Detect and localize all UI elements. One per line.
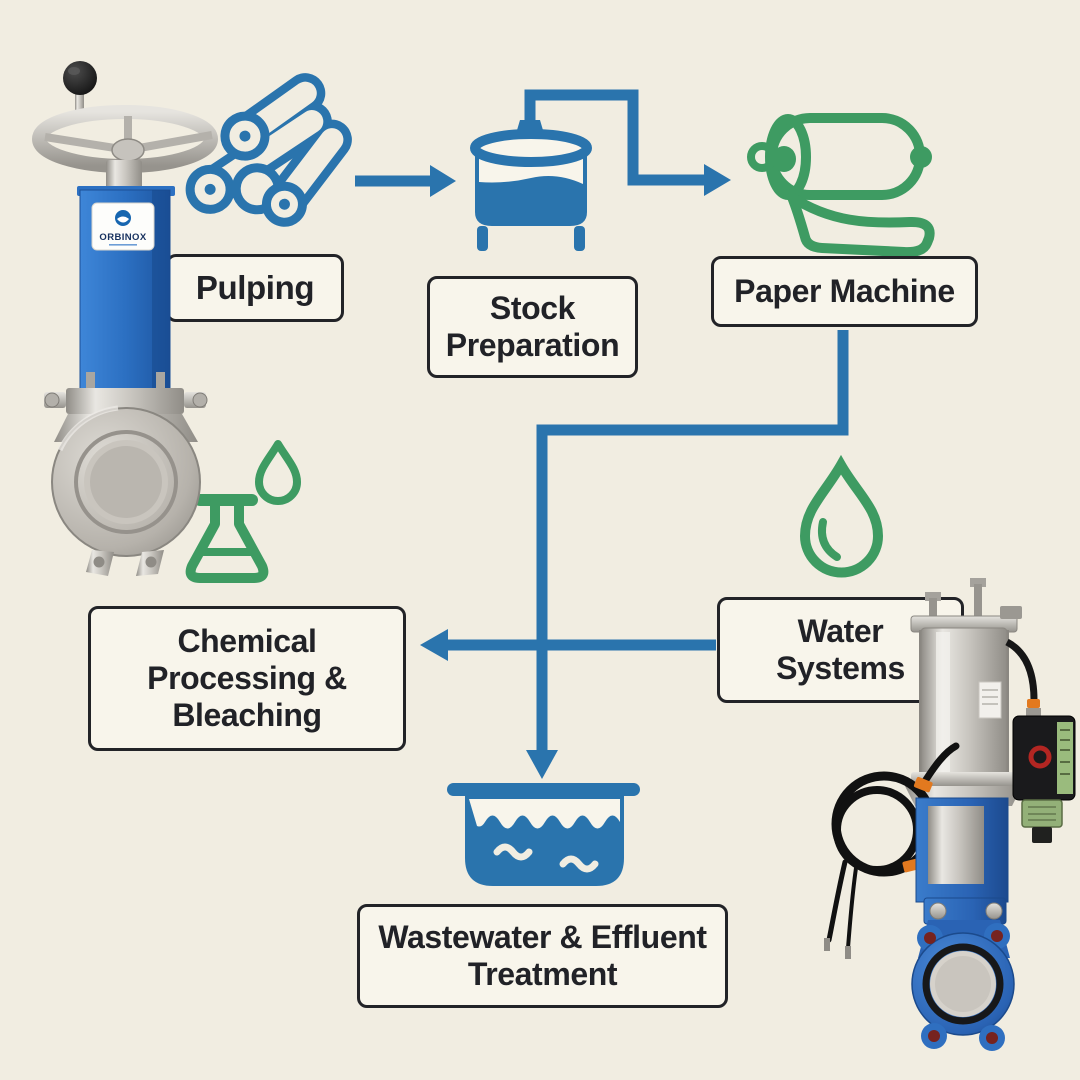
node-box-paper-machine: Paper Machine — [711, 256, 978, 327]
connector-paper-to-wastewater — [526, 330, 849, 779]
connector-water-to-chemical — [420, 629, 716, 661]
manual-knife-gate-valve-photo: ORBINOX — [32, 61, 218, 576]
connector-pulping-to-stock — [355, 165, 456, 197]
actuated-valve-body — [911, 797, 1015, 1051]
valve-body — [51, 405, 201, 576]
node-box-wastewater-treatment: Wastewater & Effluent Treatment — [357, 904, 728, 1008]
crank-knob — [63, 61, 97, 95]
paper-roll-icon — [747, 113, 935, 258]
crank-stem — [75, 92, 84, 122]
connector-stock-to-paper — [524, 89, 731, 196]
water-drop-icon — [799, 454, 884, 578]
node-box-pulping: Pulping — [166, 254, 344, 322]
solenoid-valve — [1005, 638, 1076, 843]
pneumatic-cylinder — [905, 578, 1022, 806]
mixing-tank-icon — [470, 120, 592, 251]
treatment-basin-icon — [447, 783, 640, 886]
flask-drop-icon — [185, 440, 301, 583]
pneumatic-knife-gate-valve-photo — [824, 578, 1076, 1051]
logs-icon — [185, 73, 352, 227]
node-box-stock-preparation: Stock Preparation — [427, 276, 638, 378]
brand-logo-text: ORBINOX — [99, 232, 146, 243]
brand-sticker: ORBINOX — [91, 202, 155, 251]
node-box-chemical-processing: Chemical Processing & Bleaching — [88, 606, 406, 751]
handwheel — [32, 105, 218, 173]
